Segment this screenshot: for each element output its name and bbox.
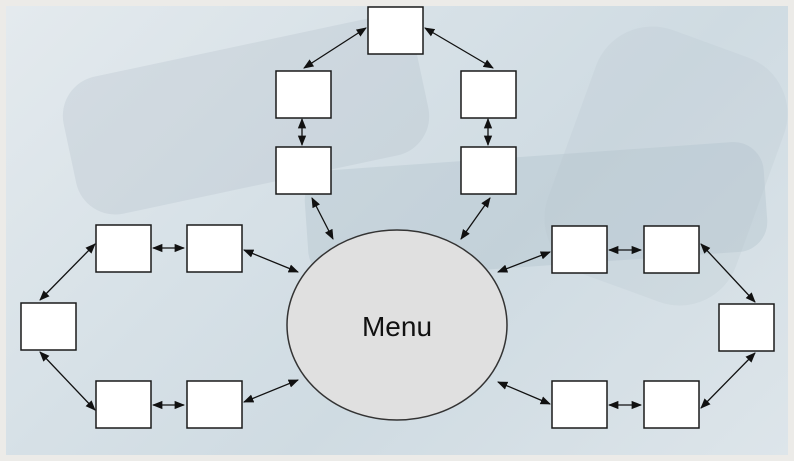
edge [303,27,367,69]
diagram-node [95,380,152,429]
edge [39,351,96,411]
diagram-node [643,380,700,429]
edge [700,352,756,409]
diagram-node [186,380,243,429]
diagram-node [551,380,608,429]
nodes [20,6,775,429]
edge [497,381,551,405]
menu-label: Menu [362,311,432,342]
edge [460,197,491,240]
edge [700,243,756,303]
edges [39,27,756,411]
menu-ellipse [286,229,508,421]
diagram-node [95,224,152,273]
diagram-node [460,70,517,119]
diagram-node [186,224,243,273]
diagram-node [551,225,608,274]
diagram-node [275,146,332,195]
edge [424,27,494,69]
diagram-node [367,6,424,55]
edge [39,243,96,301]
edge [243,379,299,403]
diagram-node [20,302,77,351]
diagram-node [275,70,332,119]
diagram-node [643,225,700,274]
edge [243,249,299,273]
diagram-node [718,303,775,352]
menu-hub: Menu [286,229,508,421]
diagram-node [460,146,517,195]
edge [311,197,334,240]
edge [497,251,551,273]
